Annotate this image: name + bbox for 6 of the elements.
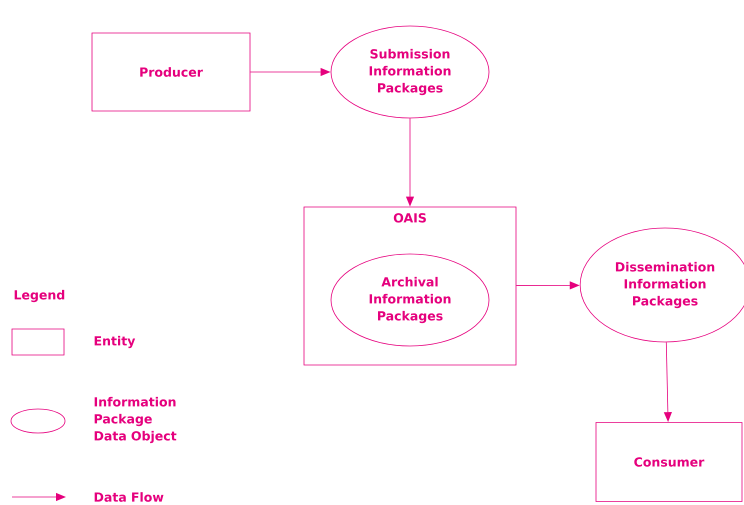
entity-box: Consumer <box>596 422 742 502</box>
legend-text: Information Package Data Object <box>94 396 176 444</box>
legend-title: Legend <box>14 290 64 302</box>
legend-text: Entity <box>94 336 136 348</box>
entity-box: Producer <box>92 32 250 112</box>
legend-text: Data Flow <box>94 492 164 502</box>
